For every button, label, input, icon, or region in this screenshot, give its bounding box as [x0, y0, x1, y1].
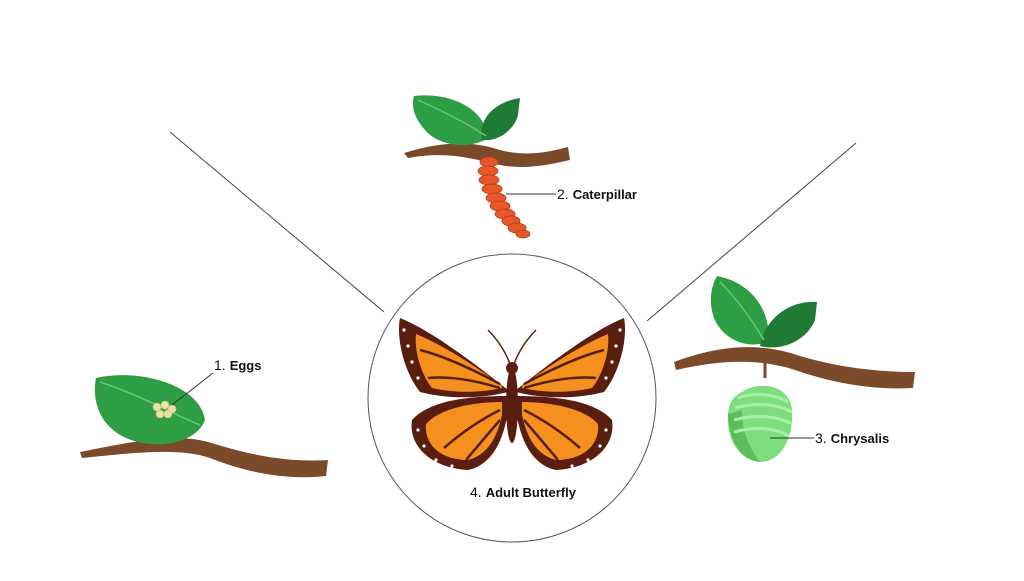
stage-label-adult-butterfly: 4.Adult Butterfly [470, 484, 576, 500]
wing-veins [419, 348, 605, 461]
leaf-caterpillar-2 [481, 98, 520, 141]
connector-line-right [646, 142, 857, 322]
stage-label-caterpillar: 2.Caterpillar [557, 186, 637, 202]
connector-line-left [169, 131, 385, 313]
stage-number: 4. [470, 484, 482, 500]
branch-chrysalis [674, 347, 915, 389]
eggs-illustration [80, 372, 328, 478]
branch-eggs [80, 438, 328, 478]
chrysalis-body [727, 385, 793, 462]
leaf-chrysalis-1 [710, 276, 769, 345]
leaf-caterpillar-vein [417, 99, 487, 137]
caterpillar-illustration [404, 95, 570, 239]
stage-name: Eggs [229, 358, 262, 373]
wing-spots [402, 328, 622, 468]
stage-label-chrysalis: 3.Chrysalis [815, 430, 889, 446]
center-circle [367, 253, 657, 543]
butterfly-body [506, 367, 518, 443]
stage-name: Caterpillar [572, 187, 637, 202]
butterfly-head [506, 362, 518, 374]
stage-name: Chrysalis [830, 431, 890, 446]
butterfly-illustration [398, 318, 626, 470]
egg-cluster [152, 400, 177, 419]
leaf-chrysalis-vein [719, 281, 765, 341]
stage-name: Adult Butterfly [485, 485, 576, 500]
antenna-left [487, 329, 511, 365]
caterpillar-body [477, 156, 531, 239]
stage-number: 2. [557, 186, 569, 202]
leaf-eggs [94, 375, 205, 445]
stage-number: 3. [815, 430, 827, 446]
stage-label-eggs: 1.Eggs [214, 357, 261, 373]
branch-caterpillar [404, 143, 570, 167]
eggs-pointer [171, 372, 214, 406]
twig-eggs [195, 440, 210, 452]
chrysalis-illustration [674, 276, 915, 462]
antenna-right [513, 329, 537, 365]
stage-number: 1. [214, 357, 226, 373]
leaf-chrysalis-2 [760, 301, 817, 348]
leaf-caterpillar-1 [412, 95, 488, 145]
